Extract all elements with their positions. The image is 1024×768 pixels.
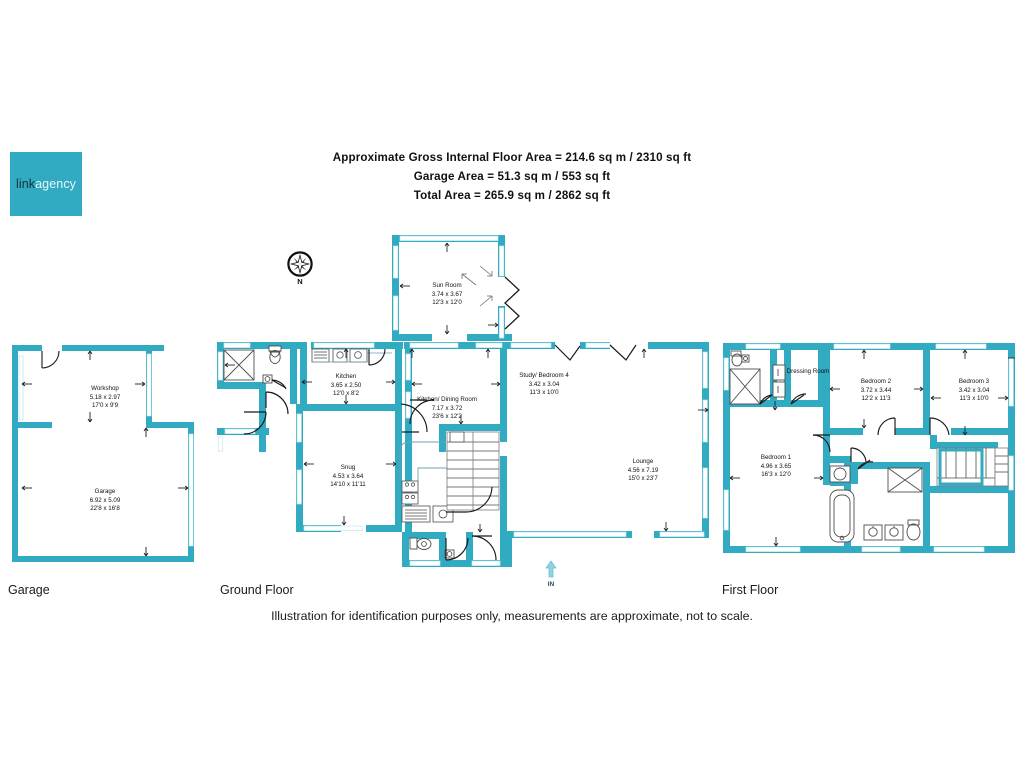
ground-floorplan: Sun Room 3.74 x 3.67 12'3 x 12'0 Kitchen… <box>214 232 712 578</box>
room-label-workshop: Workshop 5.18 x 2.97 17'0 x 9'9 <box>89 385 121 410</box>
garage-plan-svg <box>12 345 194 562</box>
entrance-label: IN <box>547 581 555 588</box>
logo-text-agency: agency <box>35 177 77 191</box>
caption-garage: Garage <box>8 583 50 597</box>
room-label-kitchen-dining-room: Kitchen/ Dining Room 7.17 x 3.72 23'6 x … <box>417 396 477 421</box>
room-label-study-bedroom-4: Study/ Bedroom 4 3.42 x 3.04 11'3 x 10'0 <box>519 372 569 397</box>
room-label-bedroom-3: Bedroom 3 3.42 x 3.04 11'3 x 10'0 <box>958 378 990 403</box>
compass-rose: N <box>286 250 314 286</box>
area-summary: Approximate Gross Internal Floor Area = … <box>0 148 1024 205</box>
garage-floorplan: Workshop 5.18 x 2.97 17'0 x 9'9 Garage 6… <box>6 338 206 578</box>
caption-ground-floor: Ground Floor <box>220 583 294 597</box>
disclaimer-text: Illustration for identification purposes… <box>271 609 753 623</box>
brand-logo: linkagency <box>10 152 82 216</box>
first-floorplan: Dressing Room Bedroom 2 3.72 x 3.44 12'2… <box>718 338 1020 578</box>
ground-plan-svg <box>217 235 709 567</box>
room-label-dressing-room: Dressing Room <box>786 368 830 375</box>
gross-internal-area: Approximate Gross Internal Floor Area = … <box>332 151 692 164</box>
compass-icon <box>287 251 313 277</box>
room-label-garage: Garage 6.92 x 5.09 22'8 x 16'8 <box>89 488 121 513</box>
room-label-lounge: Lounge 4.56 x 7.19 15'0 x 23'7 <box>627 458 659 483</box>
logo-text-link: link <box>15 177 36 191</box>
room-label-sun-room: Sun Room 3.74 x 3.67 12'3 x 12'0 <box>431 282 463 307</box>
room-label-snug: Snug 4.53 x 3.64 14'10 x 11'11 <box>330 464 366 489</box>
room-label-bedroom-1: Bedroom 1 4.96 x 3.65 16'3 x 12'0 <box>760 454 792 479</box>
entrance-arrow-icon <box>545 560 557 578</box>
room-label-kitchen: Kitchen 3.65 x 2.50 12'0 x 8'2 <box>330 373 362 398</box>
entrance-marker: IN <box>541 560 561 588</box>
total-area: Total Area = 265.9 sq m / 2862 sq ft <box>413 189 611 202</box>
caption-first-floor: First Floor <box>722 583 779 597</box>
first-plan-svg <box>723 343 1015 553</box>
compass-north-label: N <box>297 277 303 286</box>
garage-area: Garage Area = 51.3 sq m / 553 sq ft <box>413 170 611 183</box>
room-label-bedroom-2: Bedroom 2 3.72 x 3.44 12'2 x 11'3 <box>860 378 892 403</box>
